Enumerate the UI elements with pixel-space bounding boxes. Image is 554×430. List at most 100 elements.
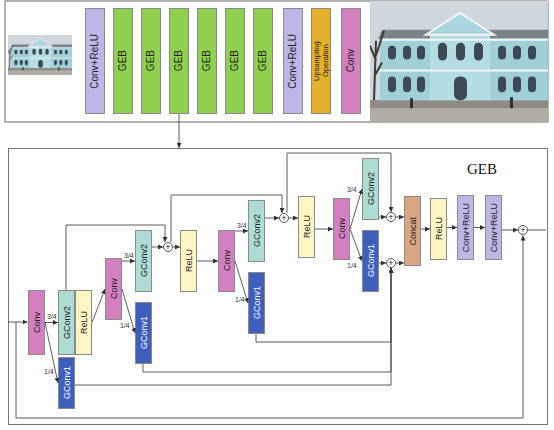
box-label: GConv2 — [139, 244, 149, 277]
box-label: Conv — [337, 218, 347, 239]
connector — [66, 225, 165, 290]
connector — [379, 217, 386, 218]
box-label: ReLU — [302, 215, 312, 238]
box-label: GEB — [258, 50, 268, 71]
box-label: Conv+ReLU — [90, 34, 100, 89]
split-ratio: 1/4 — [347, 262, 357, 269]
conv-box: Conv — [28, 290, 45, 355]
geb-box: GEB — [253, 8, 273, 114]
box-label: GEB — [230, 50, 240, 71]
panel-title: GEB — [467, 161, 497, 178]
connector — [173, 247, 180, 248]
connector — [45, 323, 58, 384]
split-ratio: 1/4 — [120, 322, 130, 329]
relu-box: ReLU — [298, 196, 315, 258]
connector — [287, 153, 391, 213]
geb-box: GEB — [225, 8, 245, 114]
connector — [396, 263, 404, 264]
input-image — [8, 35, 72, 75]
gconv1-box: GConv1 — [58, 357, 75, 409]
box-label: ReLU — [434, 217, 444, 240]
sum-circle: + — [386, 258, 396, 268]
gconv2-box: GConv2 — [248, 200, 265, 262]
connector — [45, 322, 58, 323]
connector — [92, 289, 105, 323]
box-label: GEB — [118, 50, 128, 71]
connector — [122, 289, 135, 333]
conv-box: Conv — [105, 258, 122, 320]
connector — [474, 227, 485, 228]
box-label: GEB — [146, 50, 156, 71]
geb-box: GEB — [169, 8, 189, 114]
concat-box: Concat — [404, 196, 421, 266]
box-label: Conv+ReLU — [461, 203, 471, 252]
box-label: Upsampling Operation — [313, 33, 330, 89]
connector — [447, 227, 457, 228]
box-label: Conv — [222, 250, 232, 271]
conv-box: Conv — [341, 8, 361, 114]
split-ratio: 3/4 — [47, 313, 57, 320]
geb-box: GEB — [141, 8, 161, 114]
box-label: Conv — [32, 312, 42, 333]
geb-box: GEB — [113, 8, 133, 114]
connector — [315, 229, 333, 230]
connector — [350, 229, 362, 261]
connector — [122, 261, 135, 262]
conv-relu-box: Conv+ReLU — [457, 195, 474, 260]
network-frame — [5, 1, 548, 122]
gconv2-box: GConv2 — [362, 158, 379, 220]
box-label: GConv1 — [139, 316, 149, 349]
gconv1-box: GConv1 — [362, 230, 379, 292]
sum-symbol: + — [388, 213, 393, 222]
split-ratio: 3/4 — [237, 222, 247, 229]
gconv1-box: GConv1 — [135, 302, 152, 364]
box-label: GConv2 — [252, 214, 262, 247]
building-photo — [8, 35, 72, 75]
conv-box: Conv — [218, 230, 235, 292]
connector — [179, 114, 180, 148]
gconv1-box: GConv1 — [248, 272, 265, 334]
connector — [235, 261, 248, 303]
box-label: GEB — [202, 50, 212, 71]
box-label: Conv — [346, 49, 356, 72]
relu-box: ReLU — [75, 290, 92, 355]
box-label: ReLU — [184, 249, 194, 272]
box-label: Conv+ReLU — [489, 203, 499, 252]
connector — [265, 218, 279, 219]
conv-relu-box: Conv+ReLU — [485, 195, 502, 260]
upsampling-box: Upsampling Operation — [311, 8, 331, 114]
output-line — [528, 230, 546, 231]
split-ratio: 1/4 — [44, 368, 54, 375]
sum-symbol: + — [520, 226, 525, 235]
split-ratio: 3/4 — [347, 186, 357, 193]
connector — [197, 261, 218, 262]
skip-line — [16, 236, 523, 419]
connector — [289, 218, 298, 219]
connector — [143, 268, 391, 372]
sum-symbol: + — [165, 243, 170, 252]
box-label: GConv1 — [62, 366, 72, 399]
box-label: Concat — [408, 217, 418, 246]
conv-relu-box: Conv+ReLU — [283, 8, 303, 114]
connector — [379, 263, 386, 264]
box-label: GConv2 — [366, 172, 376, 205]
split-ratio: 1/4 — [235, 296, 245, 303]
relu-box: ReLU — [430, 198, 447, 260]
gconv2-box: GConv2 — [58, 290, 75, 355]
connector — [502, 230, 518, 231]
gconv2-box: GConv2 — [135, 230, 152, 292]
edge-group — [45, 114, 518, 385]
connector — [396, 217, 404, 218]
box-label: GEB — [174, 50, 184, 71]
relu-box: ReLU — [180, 230, 197, 292]
sum-circle: + — [163, 242, 173, 252]
box-label: GConv2 — [62, 306, 72, 339]
connector — [171, 195, 282, 242]
sum-circle: + — [386, 212, 396, 222]
split-ratio: 3/4 — [124, 252, 134, 259]
connector — [235, 231, 248, 232]
box-label: GConv1 — [366, 244, 376, 277]
connector — [256, 268, 391, 342]
